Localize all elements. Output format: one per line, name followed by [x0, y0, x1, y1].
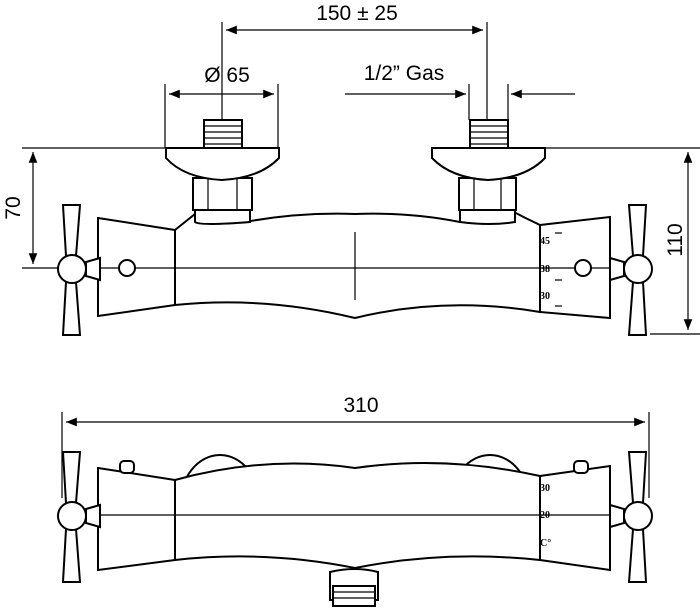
scale-unit: C° [540, 538, 551, 549]
right-thread [469, 119, 509, 149]
scale-mark-1: 45 [540, 236, 550, 247]
height-left-label: 70 [2, 196, 25, 219]
length-label: 310 [343, 394, 378, 417]
left-indicator-dot [118, 259, 136, 277]
right-indicator-dot [574, 259, 592, 277]
right-housing-bottom [539, 464, 611, 572]
right-cross-handle-bottom [609, 451, 653, 583]
thread-label: 1/2” Gas [364, 62, 445, 85]
scale-mark-bottom-1: 30 [540, 483, 550, 494]
diameter-dimension: Ø 65 [164, 64, 279, 148]
right-cross-handle [609, 204, 653, 336]
scale-mark-bottom-2: 20 [540, 510, 550, 521]
height-right-label: 110 [664, 223, 687, 256]
scale-mark-3: 30 [540, 291, 550, 302]
spacing-label: 150 ± 25 [316, 2, 398, 25]
right-knob [573, 460, 589, 474]
left-knob [119, 460, 135, 474]
spacing-dimension: 150 ± 25 [221, 2, 488, 148]
center-body [174, 208, 541, 320]
left-thread [203, 119, 243, 149]
right-hex-nut [458, 177, 517, 211]
left-cross-handle-bottom [57, 451, 101, 583]
height-dimension-left: 70 [2, 147, 170, 269]
scale-mark-2: 38 [540, 264, 550, 275]
front-view: 150 ± 25 Ø 65 1/2” Gas 70 [2, 2, 700, 336]
length-dimension: 310 [61, 394, 650, 498]
mixer-body-front: 45 38 30 [60, 119, 650, 320]
left-cross-handle [57, 204, 101, 336]
diameter-label: Ø 65 [204, 64, 250, 87]
height-dimension-right: 110 [545, 147, 700, 335]
left-housing [97, 216, 176, 318]
right-flange [431, 147, 546, 182]
bottom-view: 310 30 20 C° [57, 394, 653, 607]
left-hex-nut [192, 177, 253, 211]
left-flange [165, 147, 280, 182]
outlet-thread [332, 585, 376, 607]
thread-dimension: 1/2” Gas [345, 62, 575, 120]
left-housing-bottom [97, 466, 176, 572]
